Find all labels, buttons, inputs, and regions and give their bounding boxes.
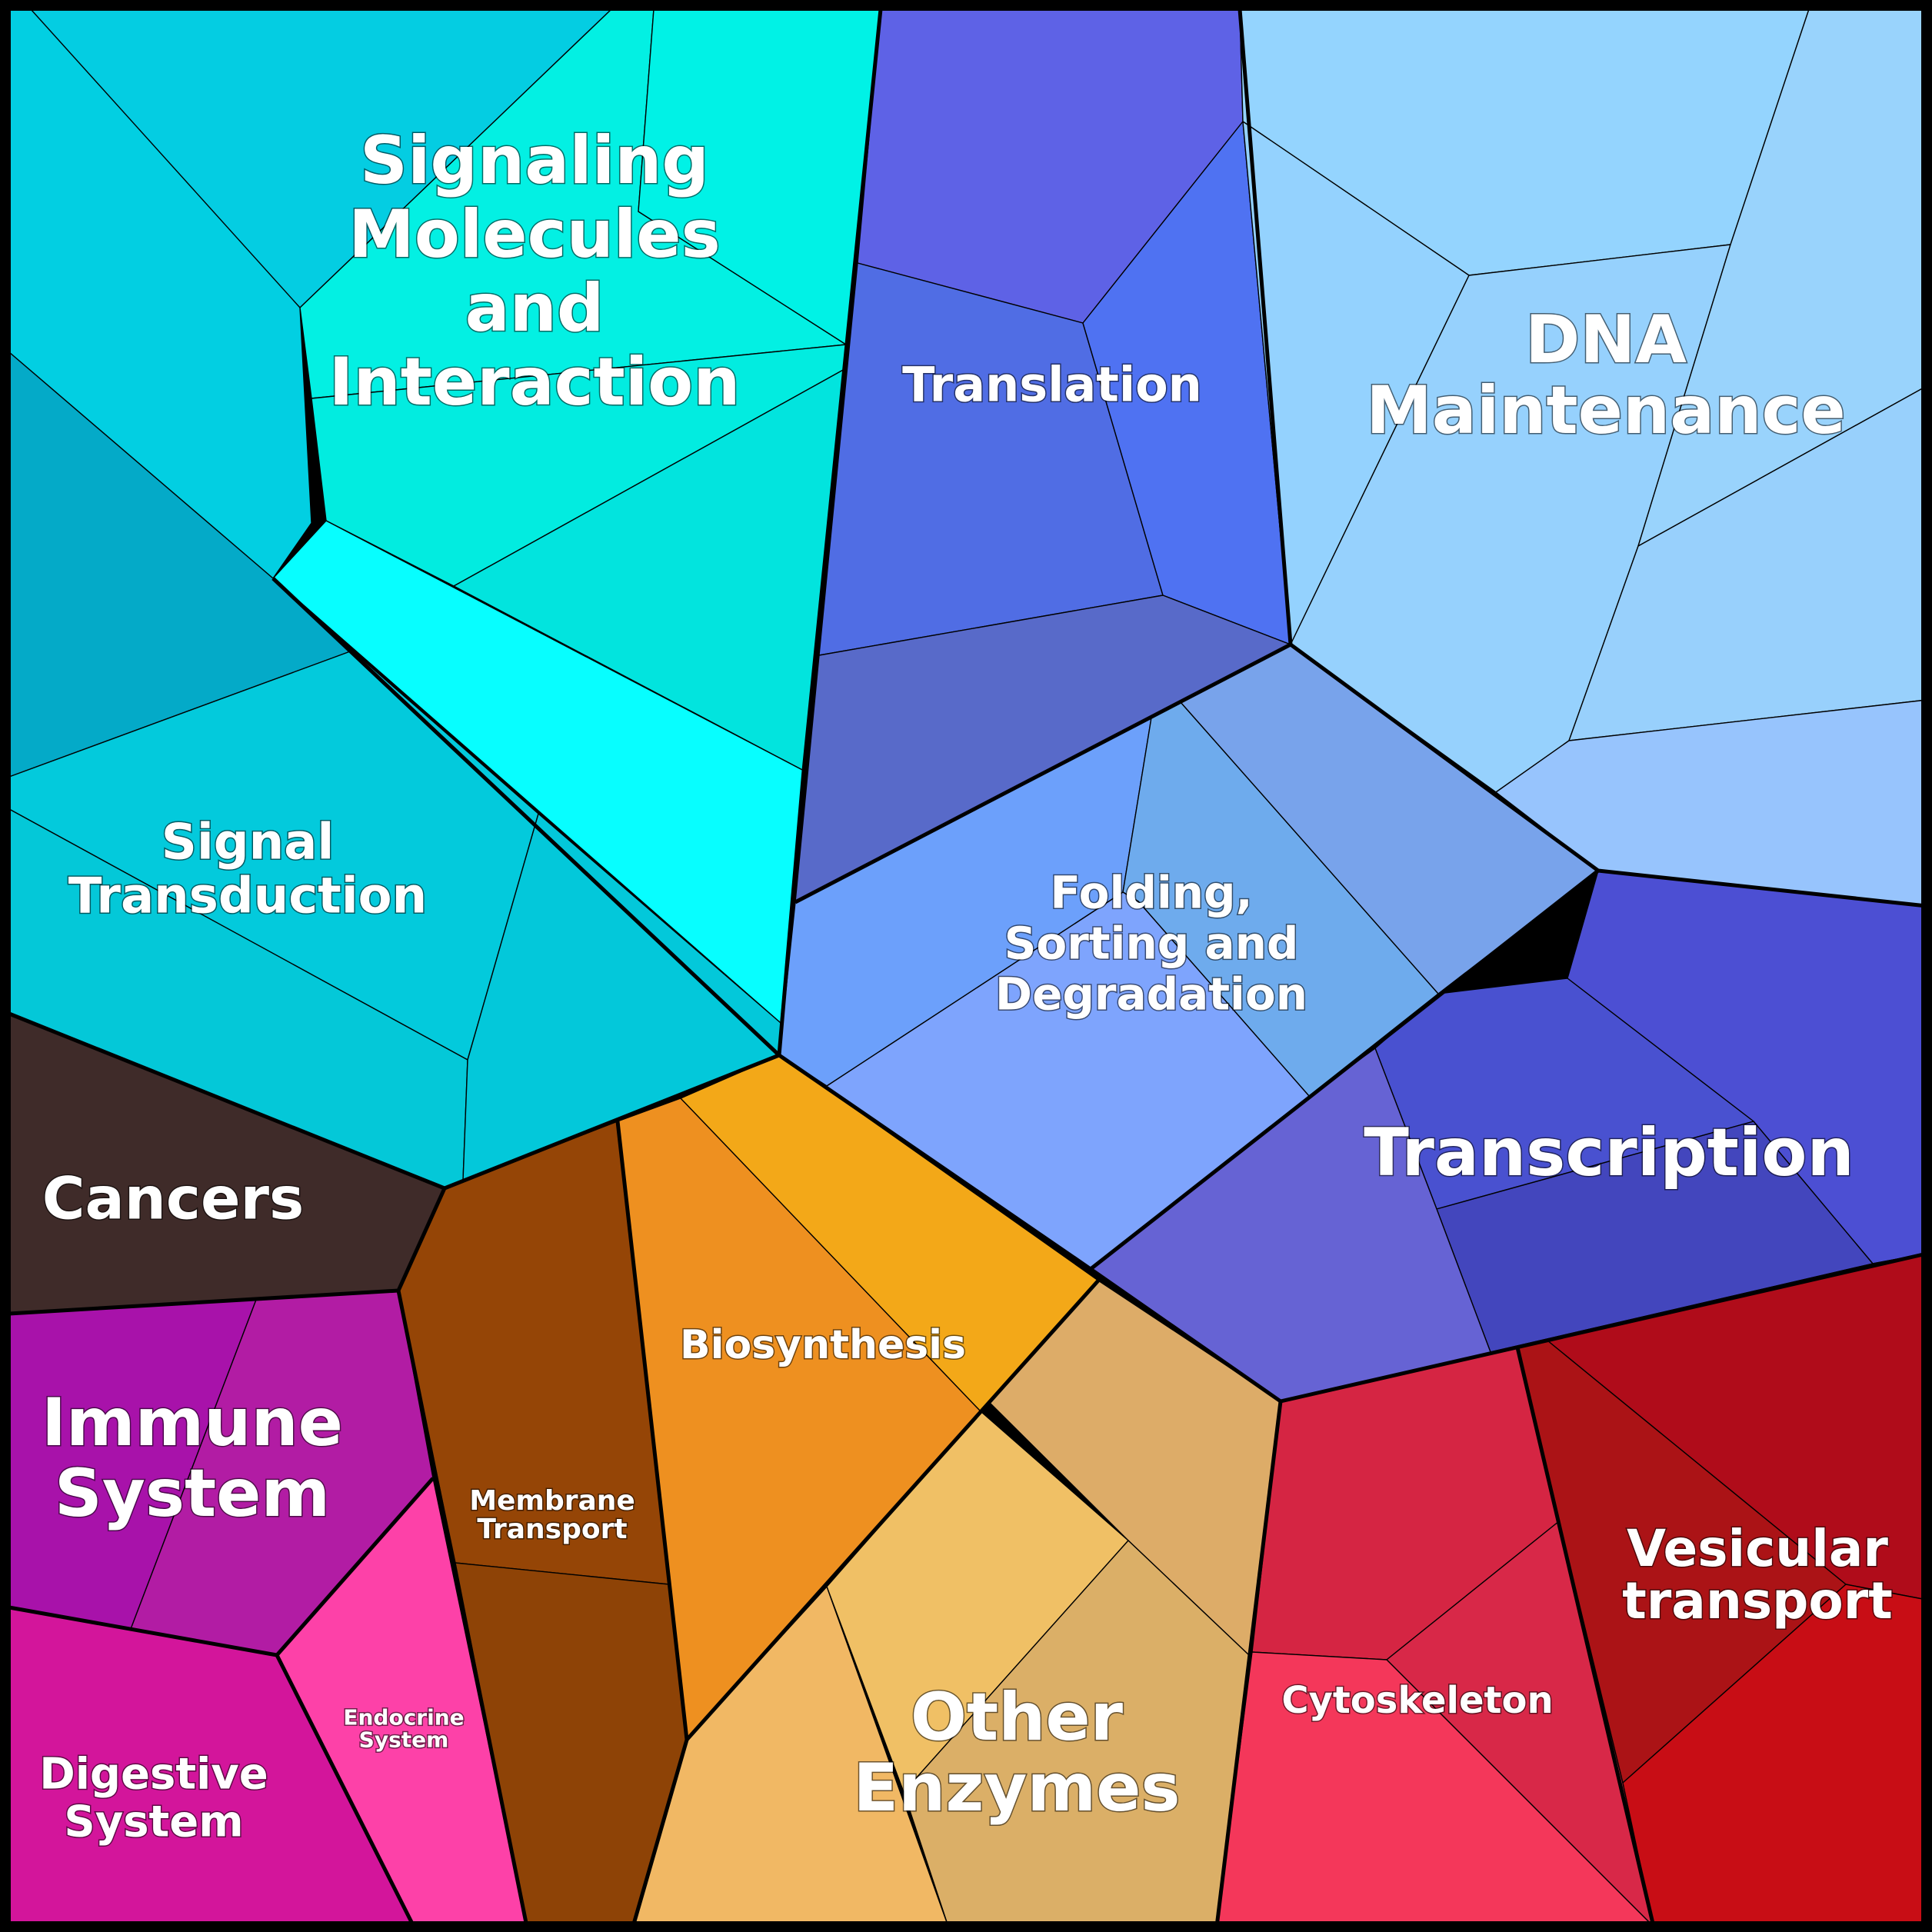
region-label-cytoskeleton: Cytoskeleton	[1281, 1679, 1553, 1722]
region-label-line: System	[64, 1797, 243, 1847]
region-boundary-11	[685, 1279, 1100, 1741]
region-label-line: Signaling	[360, 122, 709, 199]
region-label-line: Maintenance	[1366, 372, 1846, 449]
region-label-line: Sorting and	[1004, 917, 1299, 969]
region-label-line: Transport	[477, 1514, 627, 1545]
region-label-line: Interaction	[329, 344, 741, 421]
region-boundary-6	[1214, 1401, 1283, 1927]
region-label-line: Enzymes	[853, 1750, 1180, 1827]
region-label-line: Transcription	[1364, 1114, 1854, 1191]
region-label-line: Digestive	[39, 1750, 268, 1800]
region-label-line: Endocrine	[343, 1704, 464, 1730]
region-label-line: Cancers	[42, 1164, 304, 1233]
region-label-line: Molecules	[348, 196, 721, 273]
region-boundary-7	[1515, 1347, 1656, 1927]
region-boundary-9	[396, 1290, 529, 1927]
region-label-line: and	[465, 270, 605, 347]
region-label-cancers: Cancers	[42, 1164, 304, 1233]
region-label-line: DNA	[1525, 301, 1687, 378]
region-label-line: Immune	[42, 1384, 343, 1461]
region-boundary-13	[8, 1605, 278, 1657]
region-boundary-layer	[8, 8, 1927, 1928]
region-label-line: Cytoskeleton	[1281, 1679, 1553, 1722]
cell-layer	[8, 5, 1927, 1927]
region-label-line: System	[359, 1727, 449, 1752]
region-label-line: Other	[911, 1679, 1124, 1756]
region-label-line: Signal	[162, 814, 335, 871]
region-label-line: Vesicular	[1627, 1519, 1888, 1578]
region-label-biosynthesis: Biosynthesis	[680, 1322, 966, 1368]
region-label-line: Membrane	[469, 1485, 635, 1517]
region-label-line: Degradation	[995, 968, 1307, 1020]
region-boundary-1	[271, 577, 781, 1057]
region-label-transcription: Transcription	[1364, 1114, 1854, 1191]
region-label-line: Transduction	[68, 868, 427, 924]
region-label-line: System	[55, 1455, 330, 1532]
region-label-line: Folding,	[1050, 866, 1252, 918]
region-label-line: Biosynthesis	[680, 1322, 966, 1368]
region-label-translation: Translation	[902, 357, 1202, 413]
region-label-line: Translation	[902, 357, 1202, 413]
region-label-line: transport	[1622, 1571, 1893, 1631]
